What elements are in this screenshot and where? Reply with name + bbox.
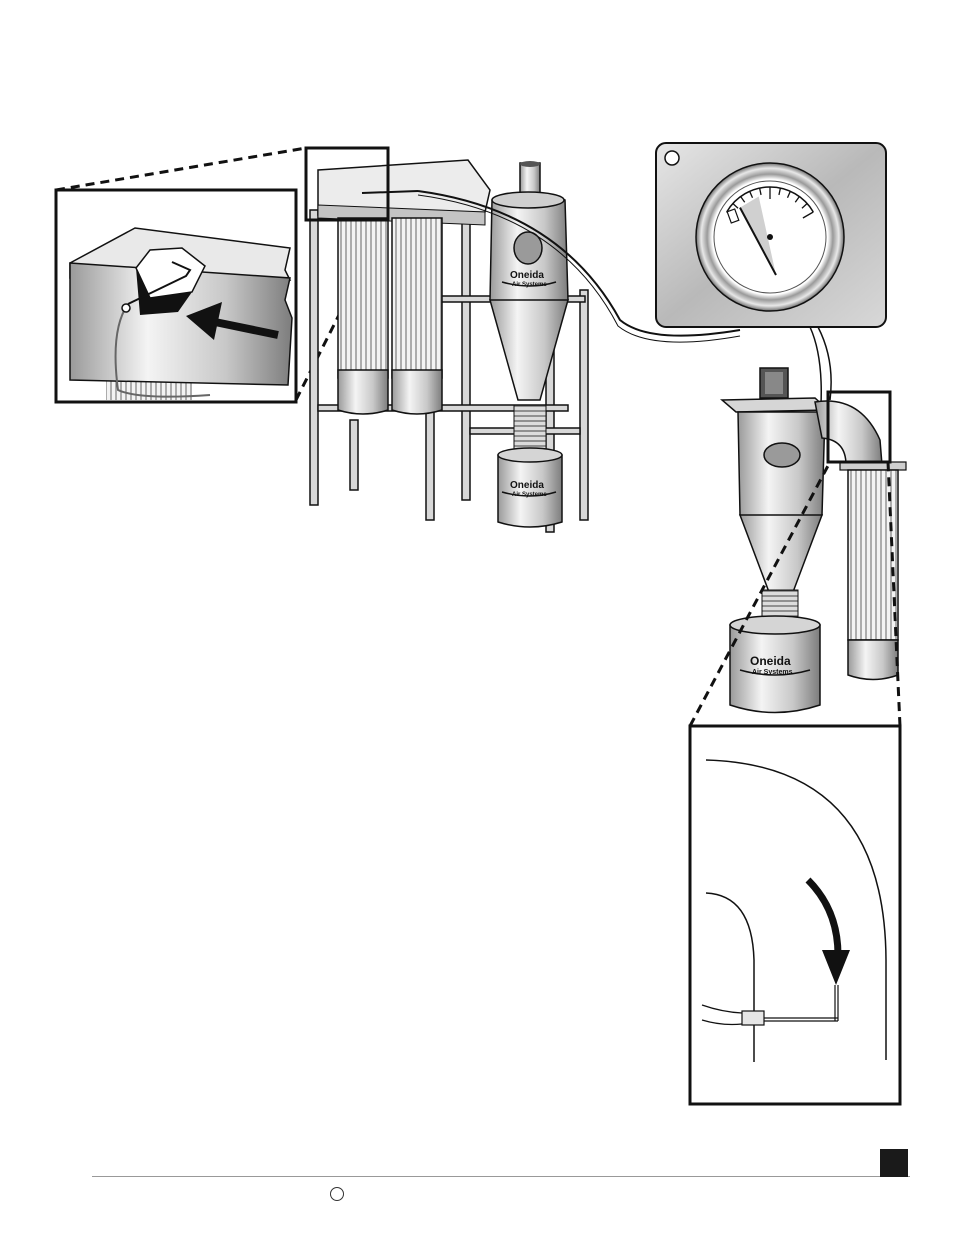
brand-name: Oneida	[750, 654, 791, 668]
footer-circle-icon	[330, 1187, 344, 1201]
single-filter-collector: Oneida Air Systems	[722, 368, 906, 713]
dual-filter-collector: Oneida Air Systems Oneida Air Systems	[306, 148, 588, 532]
brand-name: Oneida	[510, 480, 544, 491]
footer-rule	[92, 1176, 910, 1177]
page-marker-icon	[880, 1149, 908, 1177]
brand-name: Oneida	[510, 270, 544, 281]
pressure-gauge-panel	[656, 143, 886, 327]
